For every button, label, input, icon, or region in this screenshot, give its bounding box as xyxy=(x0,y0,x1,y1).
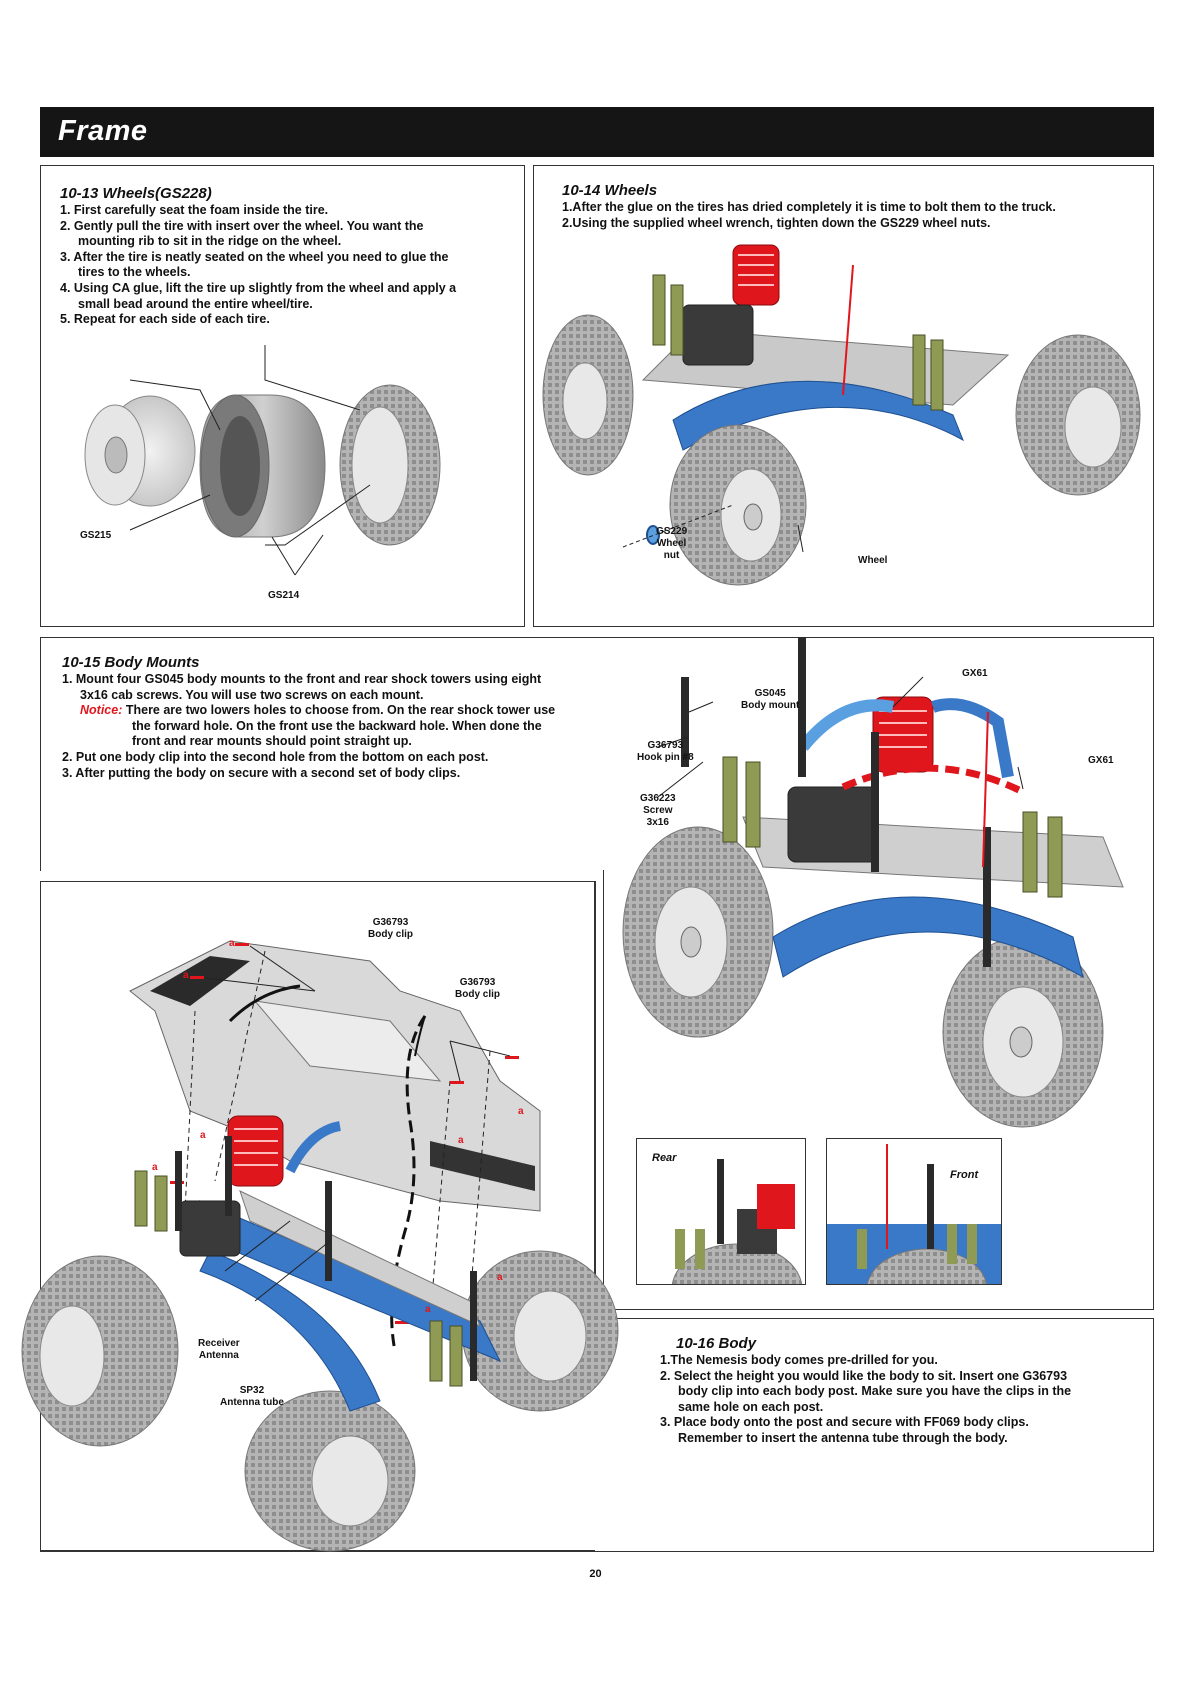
inset-label-front: Front xyxy=(950,1169,979,1181)
step-line: body clip into each body post. Make sure… xyxy=(678,1384,1072,1399)
section-title-10-14: 10-14 Wheels xyxy=(562,182,658,199)
step-line: 3. After the tire is neatly seated on th… xyxy=(60,249,449,264)
label-gs215: GS215 xyxy=(80,530,112,541)
body-installation-illustration xyxy=(21,940,619,1552)
step-line: tires to the wheels. xyxy=(78,265,191,280)
front-view-drawing xyxy=(827,1144,1001,1284)
panel-bottom-left xyxy=(40,1550,595,1552)
label-line: Body clip xyxy=(455,989,501,1000)
steps-10-14: 1.After the glue on the tires has dried … xyxy=(562,200,1056,231)
label-line: Body clip xyxy=(368,929,414,940)
notice-text: There are two lowers holes to choose fro… xyxy=(122,703,556,718)
marker-a: a xyxy=(183,970,189,981)
foam-insert-drawing xyxy=(199,394,326,538)
label-receiver-antenna: Receiver Antenna xyxy=(198,1338,240,1362)
rear-view-drawing xyxy=(671,1159,803,1284)
label-line: Antenna tube xyxy=(220,1397,284,1408)
label-line: 3x16 xyxy=(646,817,669,828)
label-antenna-tube: SP32 Antenna tube xyxy=(220,1385,284,1409)
label-gs214: GS214 xyxy=(268,590,300,601)
label-line: Receiver xyxy=(198,1338,240,1349)
section-title-10-15: 10-15 Body Mounts xyxy=(62,654,200,671)
label-line: SP32 xyxy=(239,1385,265,1396)
label-hook-pin: G36793 Hook pin #8 xyxy=(637,740,694,764)
label-line: Hook pin #8 xyxy=(637,752,694,763)
label-gx61-right: GX61 xyxy=(1088,755,1114,766)
label-line: GS045 xyxy=(754,688,786,699)
step-line: 2. Select the height you would like the … xyxy=(660,1368,1068,1383)
label-line: Antenna xyxy=(198,1350,239,1361)
step-line: 3x16 cab screws. You will use two screws… xyxy=(80,687,424,702)
label-line: nut xyxy=(663,550,680,561)
marker-a: a xyxy=(497,1272,503,1283)
step-line: front and rear mounts should point strai… xyxy=(132,734,412,749)
label-body-clip-right: G36793 Body clip xyxy=(455,977,500,1001)
truck-wheel-illustration xyxy=(542,244,1141,586)
label-wheel: Wheel xyxy=(858,555,888,566)
label-line: G36793 xyxy=(647,740,684,751)
label-line: Wheel xyxy=(656,538,687,549)
step-line: 1. Mount four GS045 body mounts to the f… xyxy=(62,672,542,686)
step-line: 1. First carefully seat the foam inside … xyxy=(60,203,329,217)
section-banner: Frame xyxy=(40,107,1154,157)
notice-label: Notice: xyxy=(80,703,123,718)
step-line: 1.The Nemesis body comes pre-drilled for… xyxy=(660,1353,938,1367)
label-body-clip-top: G36793 Body clip xyxy=(368,917,413,941)
step-line: 3. Place body onto the post and secure w… xyxy=(660,1415,1029,1430)
label-gx61-top: GX61 xyxy=(962,668,988,679)
section-title-10-16: 10-16 Body xyxy=(676,1335,757,1352)
label-screw: G36223 Screw 3x16 xyxy=(640,793,676,829)
step-line: 5. Repeat for each side of each tire. xyxy=(60,312,270,327)
step-line: 1.After the glue on the tires has dried … xyxy=(562,200,1056,214)
page-title: Frame xyxy=(58,115,148,147)
step-line: 3. After putting the body on secure with… xyxy=(62,765,461,780)
panel-divider xyxy=(594,881,596,1310)
marker-a: a xyxy=(425,1304,431,1315)
marker-a: a xyxy=(152,1162,158,1173)
label-gs045: GS045 Body mount xyxy=(741,688,799,712)
panel-10-16-right xyxy=(594,1318,1154,1552)
steps-10-15: 1. Mount four GS045 body mounts to the f… xyxy=(62,672,555,781)
marker-a: a xyxy=(200,1130,206,1141)
step-line: small bead around the entire wheel/tire. xyxy=(78,296,313,311)
inset-rear-view xyxy=(636,1138,806,1285)
step-line: 2. Put one body clip into the second hol… xyxy=(62,749,489,764)
label-line: Screw xyxy=(643,805,673,816)
label-gs229-nut: GS229 Wheel nut xyxy=(656,526,687,562)
wheel-assembly-illustration xyxy=(84,345,441,576)
step-line: mounting rib to sit in the ridge on the … xyxy=(78,234,342,249)
step-line: same hole on each post. xyxy=(678,1399,824,1414)
inset-front-view xyxy=(826,1138,1002,1285)
tire-drawing xyxy=(339,384,441,546)
label-line: G36793 xyxy=(459,977,496,988)
marker-a: a xyxy=(518,1106,524,1117)
step-line: 4. Using CA glue, lift the tire up sligh… xyxy=(60,280,457,295)
label-line: G36223 xyxy=(640,793,676,804)
page-number: 20 xyxy=(589,1568,602,1580)
rim-drawing xyxy=(84,395,196,507)
label-line: Body mount xyxy=(741,700,800,711)
steps-10-13: 1. First carefully seat the foam inside … xyxy=(60,203,456,328)
marker-a: a xyxy=(458,1135,464,1146)
body-mount-illustration xyxy=(622,637,1124,1128)
step-line: Remember to insert the antenna tube thro… xyxy=(678,1430,1008,1445)
section-title-10-13: 10-13 Wheels(GS228) xyxy=(60,185,212,202)
steps-10-16: 1.The Nemesis body comes pre-drilled for… xyxy=(660,1353,1071,1447)
inset-label-rear: Rear xyxy=(652,1152,677,1164)
step-line: 2.Using the supplied wheel wrench, tight… xyxy=(562,215,991,230)
step-line: the forward hole. On the front use the b… xyxy=(132,718,542,733)
marker-a: a xyxy=(229,938,235,949)
label-line: GS229 xyxy=(656,526,688,537)
step-line: 2. Gently pull the tire with insert over… xyxy=(60,218,424,233)
label-line: G36793 xyxy=(372,917,409,928)
